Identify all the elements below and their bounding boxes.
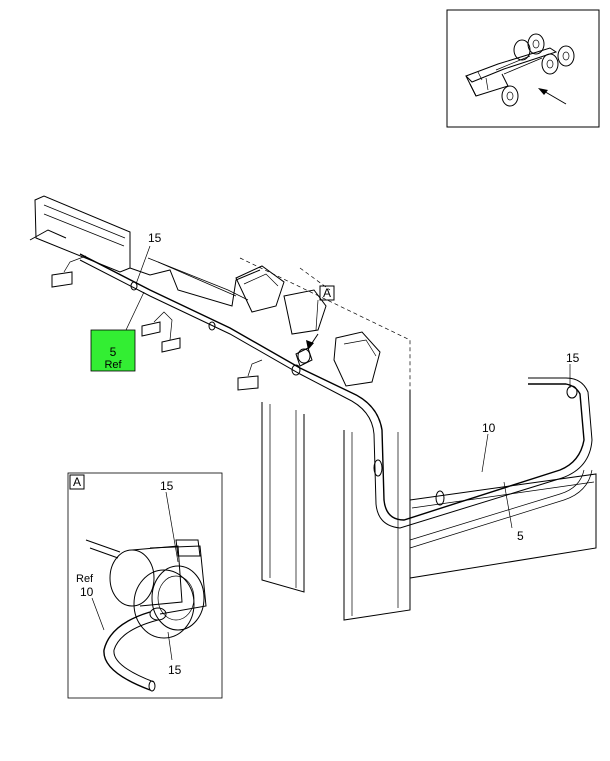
locator-inset xyxy=(446,9,600,128)
main-assembly xyxy=(29,195,597,621)
ref-part-callout[interactable]: 5 Ref xyxy=(90,329,136,372)
detail-ref-label: Ref xyxy=(76,573,94,585)
detail-callout-15-bottom: 15 xyxy=(168,663,182,677)
connector-detail-a-location xyxy=(295,347,313,367)
truck-chassis-icon xyxy=(465,33,575,107)
callout-15-top: 15 xyxy=(148,231,162,245)
ref-part-number: 5 xyxy=(110,345,117,359)
callout-10: 10 xyxy=(482,421,496,435)
detail-a-inset: A xyxy=(67,472,223,699)
detail-a-marker-inset: A xyxy=(69,474,85,490)
svg-text:A: A xyxy=(73,475,81,489)
callout-5: 5 xyxy=(517,529,524,543)
detail-a-marker: A xyxy=(319,285,335,301)
callout-15-right: 15 xyxy=(566,351,580,365)
detail-callout-15-top: 15 xyxy=(160,479,174,493)
svg-text:A: A xyxy=(323,286,331,300)
arrow-icon xyxy=(538,88,567,105)
detail-callout-10: 10 xyxy=(80,585,94,599)
ref-part-suffix: Ref xyxy=(104,359,122,371)
